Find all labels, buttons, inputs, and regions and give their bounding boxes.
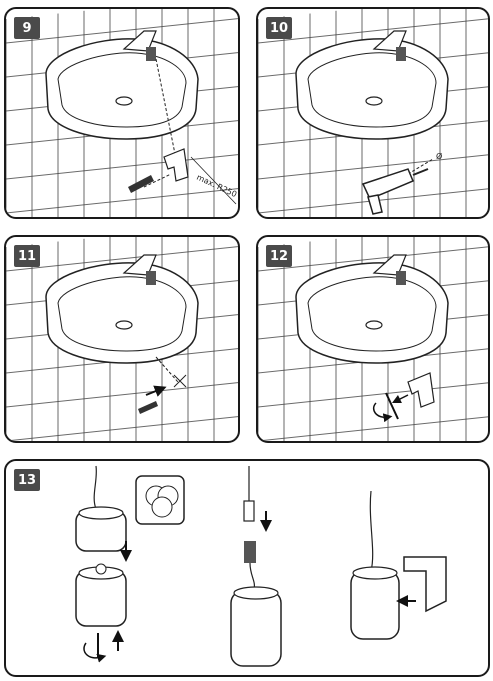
mounting-bracket <box>163 148 189 182</box>
mounting-bracket <box>403 556 447 613</box>
step-13-panel: 13 <box>4 459 490 677</box>
step-10-panel: 10 Ø <box>256 7 490 219</box>
step-number-badge: 12 <box>266 245 292 267</box>
battery-polarity-icon <box>135 475 185 525</box>
battery-pack-top <box>75 465 127 552</box>
step-10-illustration: Ø <box>258 9 488 217</box>
step-9-illustration: max. R250 <box>6 9 238 217</box>
mounting-bracket <box>407 372 435 408</box>
step-number-badge: 9 <box>14 17 40 39</box>
step-13-illustration <box>75 465 447 667</box>
faucet <box>122 254 157 285</box>
battery-pack-middle <box>230 586 282 667</box>
screwdriver-rotate-icon <box>372 392 399 423</box>
washbasin <box>45 38 199 140</box>
wall-plug <box>128 175 154 193</box>
battery-cells-icon <box>75 563 127 627</box>
step-12-illustration <box>258 237 488 441</box>
drill-icon <box>361 168 429 215</box>
battery-pack-right <box>350 566 400 640</box>
washbasin <box>295 38 449 140</box>
screw-rotate-icon <box>83 630 124 663</box>
faucet <box>122 30 157 61</box>
step-9-panel: 9 max. R250 <box>4 7 240 219</box>
step-number-badge: 10 <box>266 17 292 39</box>
washbasin <box>295 262 449 364</box>
step-12-panel: 12 <box>256 235 490 443</box>
step-11-panel: 11 <box>4 235 240 443</box>
faucet <box>372 254 407 285</box>
washbasin <box>45 262 199 364</box>
wall-plug <box>138 401 158 414</box>
step-11-illustration <box>6 237 238 441</box>
faucet <box>372 30 407 61</box>
drill-size-label: Ø <box>436 151 442 161</box>
step-number-badge: 11 <box>14 245 40 267</box>
step-number-badge: 13 <box>14 469 40 491</box>
